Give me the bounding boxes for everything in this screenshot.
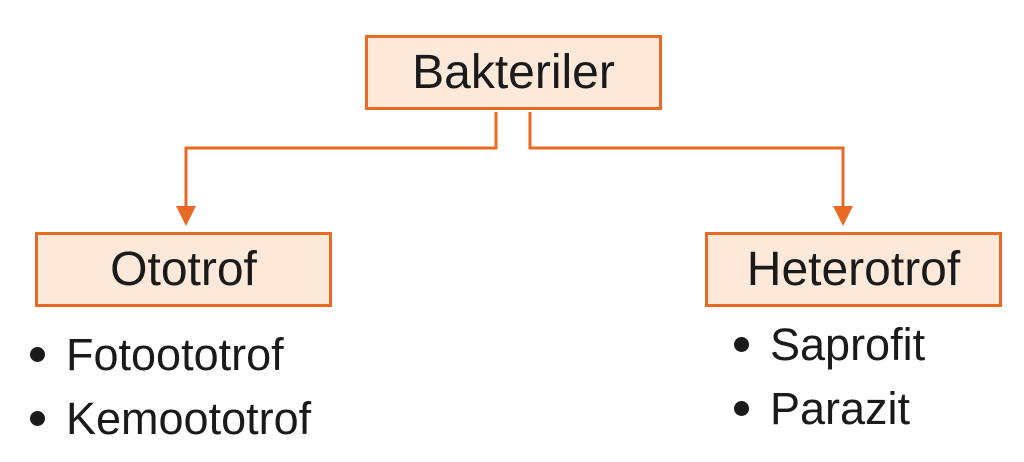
connector-right: [528, 112, 845, 212]
list-item-saprofit: Saprofit: [732, 312, 925, 376]
bullet-icon: [30, 411, 45, 426]
arrowhead-left: [176, 206, 196, 226]
list-item-label: Parazit: [770, 382, 911, 434]
node-ototrof: Ototrof: [35, 232, 332, 307]
bullet-icon: [734, 337, 749, 352]
connector-left: [184, 112, 498, 212]
node-heterotrof-label: Heterotrof: [746, 242, 961, 296]
list-item-label: Saprofit: [770, 318, 926, 370]
node-ototrof-label: Ototrof: [110, 242, 257, 296]
node-bakteriler: Bakteriler: [365, 35, 662, 110]
list-item-label: Fotoototrof: [66, 328, 284, 380]
node-heterotrof: Heterotrof: [705, 232, 1002, 307]
list-item-kemoototrof: Kemoototrof: [28, 386, 311, 450]
bullet-icon: [30, 347, 45, 362]
list-item-label: Kemoototrof: [66, 392, 312, 444]
list-item-parazit: Parazit: [732, 376, 925, 440]
node-bakteriler-label: Bakteriler: [412, 45, 615, 99]
heterotrof-list: Saprofit Parazit: [732, 312, 925, 440]
bullet-icon: [734, 401, 749, 416]
ototrof-list: Fotoototrof Kemoototrof: [28, 322, 311, 450]
arrowhead-right: [833, 206, 853, 226]
list-item-fotoototrof: Fotoototrof: [28, 322, 311, 386]
